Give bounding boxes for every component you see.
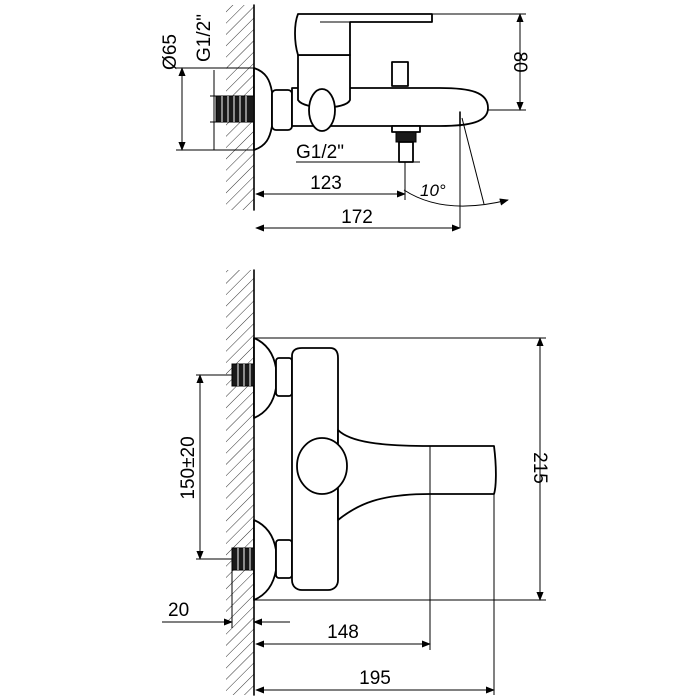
dim-outlet-distance-label: 123 [310, 173, 342, 194]
diverter-knob-top [391, 61, 409, 87]
dim-total-length-front-label: 195 [359, 668, 391, 689]
dim-spout-reach-label: 148 [327, 622, 359, 643]
cartridge-cap-front [296, 437, 348, 495]
dim-thread-wall-label: G1/2" [194, 14, 215, 62]
lower-wall-flange [253, 519, 277, 601]
dim-thread-outlet-label: G1/2" [296, 142, 344, 163]
wall-flange-top [253, 67, 273, 151]
upper-wall-flange [253, 337, 277, 419]
outlet-thread-dark-top [395, 131, 417, 143]
lower-hex-nut [275, 539, 293, 579]
front-view: 150±20 215 20 148 195 [162, 269, 550, 696]
dim-diameter-label: Ø65 [160, 34, 181, 70]
lever-handle-top [294, 13, 433, 56]
hex-nut-top [271, 89, 293, 131]
spout-front [337, 429, 497, 521]
dim-inlet-spacing-label: 150±20 [178, 436, 199, 499]
lower-inlet-thread [231, 547, 255, 571]
upper-hex-nut [275, 357, 293, 397]
body-oval-top [308, 88, 336, 132]
dim-angle-label: 10° [420, 181, 446, 200]
dim-total-length-top-label: 172 [341, 207, 373, 228]
outlet-thread-top [391, 125, 421, 133]
wall-hatch-front [226, 270, 254, 695]
upper-inlet-thread [231, 363, 255, 387]
dim-thread-length-label: 20 [168, 600, 189, 621]
dim-height-top-label: 80 [509, 51, 530, 72]
dim-height-front-label: 215 [529, 452, 550, 484]
top-view: Ø65 G1/2" 80 G1/2" 123 10° 172 [160, 4, 530, 232]
